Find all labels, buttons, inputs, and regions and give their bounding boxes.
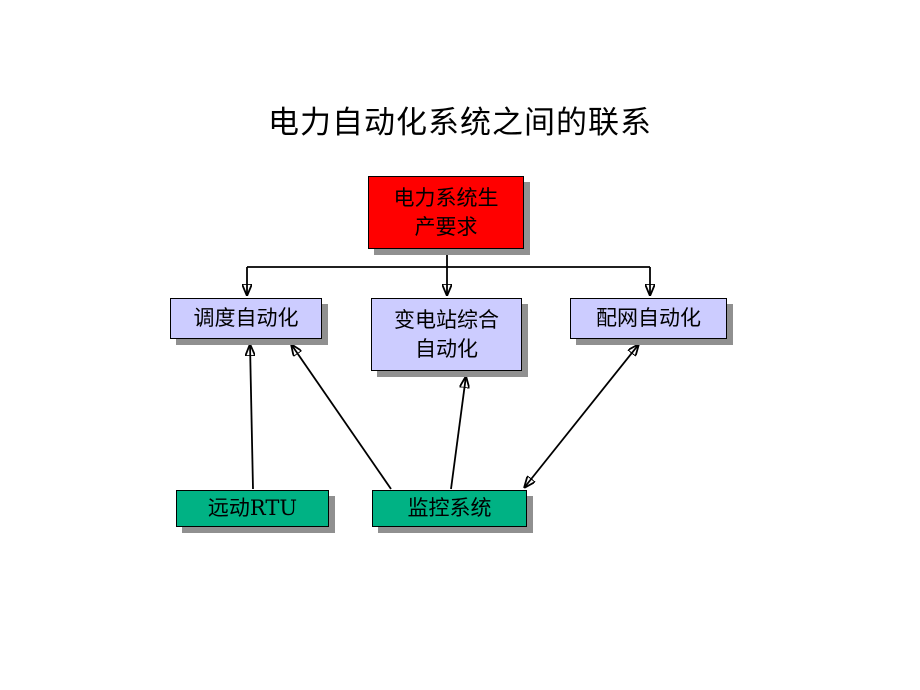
slide-title: 电力自动化系统之间的联系 bbox=[268, 105, 652, 141]
node-distribution-network-automation: 配网自动化 bbox=[570, 298, 727, 339]
edge-scada-to-distribution bbox=[524, 344, 639, 488]
edge-scada-to-substation bbox=[450, 376, 466, 490]
node-power-system-production-requirements: 电力系统生 产要求 bbox=[368, 176, 524, 249]
node-remote-rtu: 远动RTU bbox=[176, 490, 329, 527]
edge-rtu-to-dispatch bbox=[250, 344, 253, 490]
node-substation-integrated-automation: 变电站综合 自动化 bbox=[371, 298, 522, 371]
node-monitoring-system: 监控系统 bbox=[372, 490, 527, 527]
tree-connector-requirements bbox=[247, 249, 650, 296]
node-dispatch-automation: 调度自动化 bbox=[170, 298, 322, 339]
